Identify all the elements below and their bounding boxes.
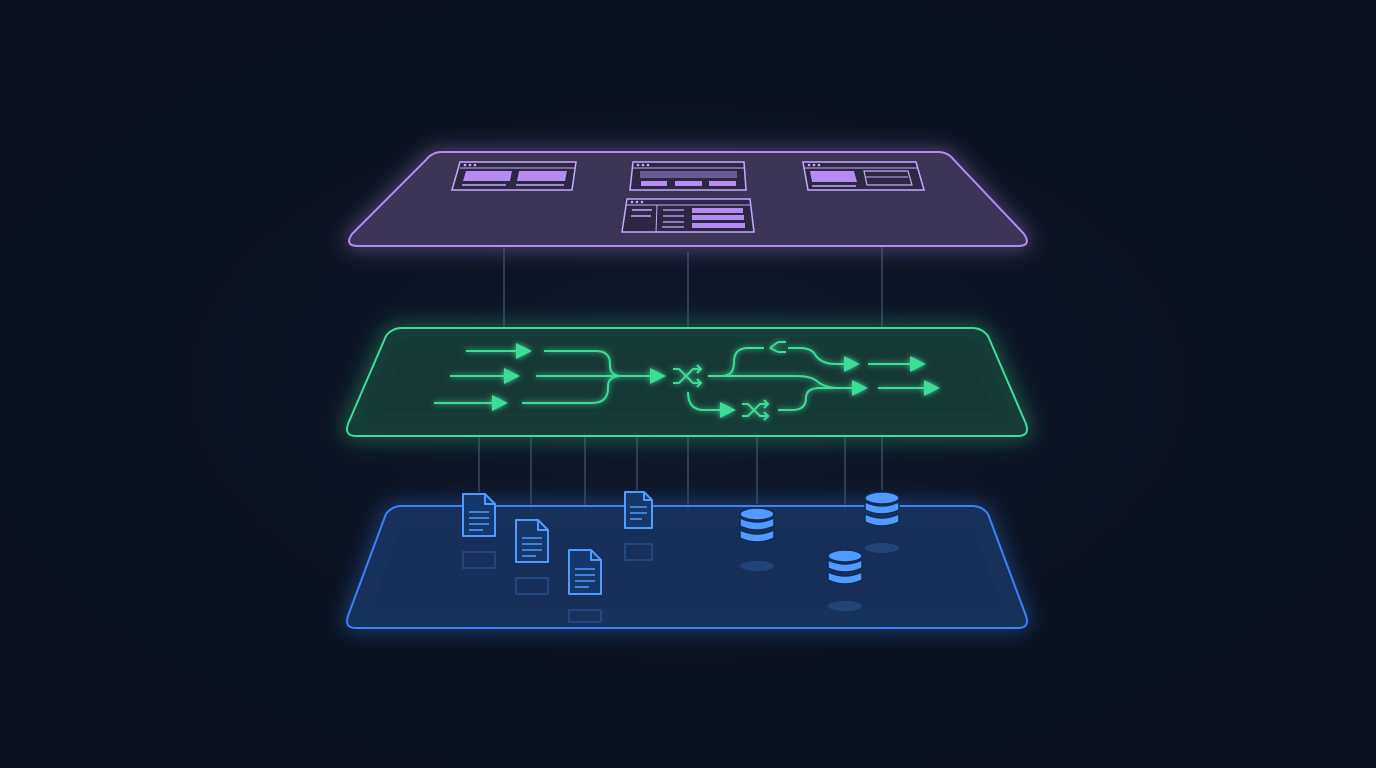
database-icon [864, 491, 900, 527]
split-node-icon [769, 341, 786, 353]
document-reflections [462, 543, 653, 623]
logic-layer-plane [346, 327, 1028, 437]
shuffle-icon [742, 399, 770, 421]
ui-layer [348, 151, 1028, 247]
database-reflections [740, 543, 899, 611]
window-icon [621, 198, 755, 233]
data-layer-plane [346, 505, 1028, 629]
merge-icon [544, 350, 623, 377]
flow-lines [434, 343, 940, 418]
shuffle-icon [673, 364, 703, 388]
document-icon [462, 493, 496, 537]
window-icon [451, 161, 577, 191]
window-icon [629, 161, 747, 191]
window-icon [802, 161, 925, 191]
logic-layer [346, 327, 1028, 437]
database-icon [827, 549, 863, 585]
data-layer [346, 491, 1028, 629]
document-icon [624, 491, 653, 529]
document-icon [568, 549, 602, 595]
document-icon [515, 519, 549, 563]
database-icon [739, 507, 775, 543]
